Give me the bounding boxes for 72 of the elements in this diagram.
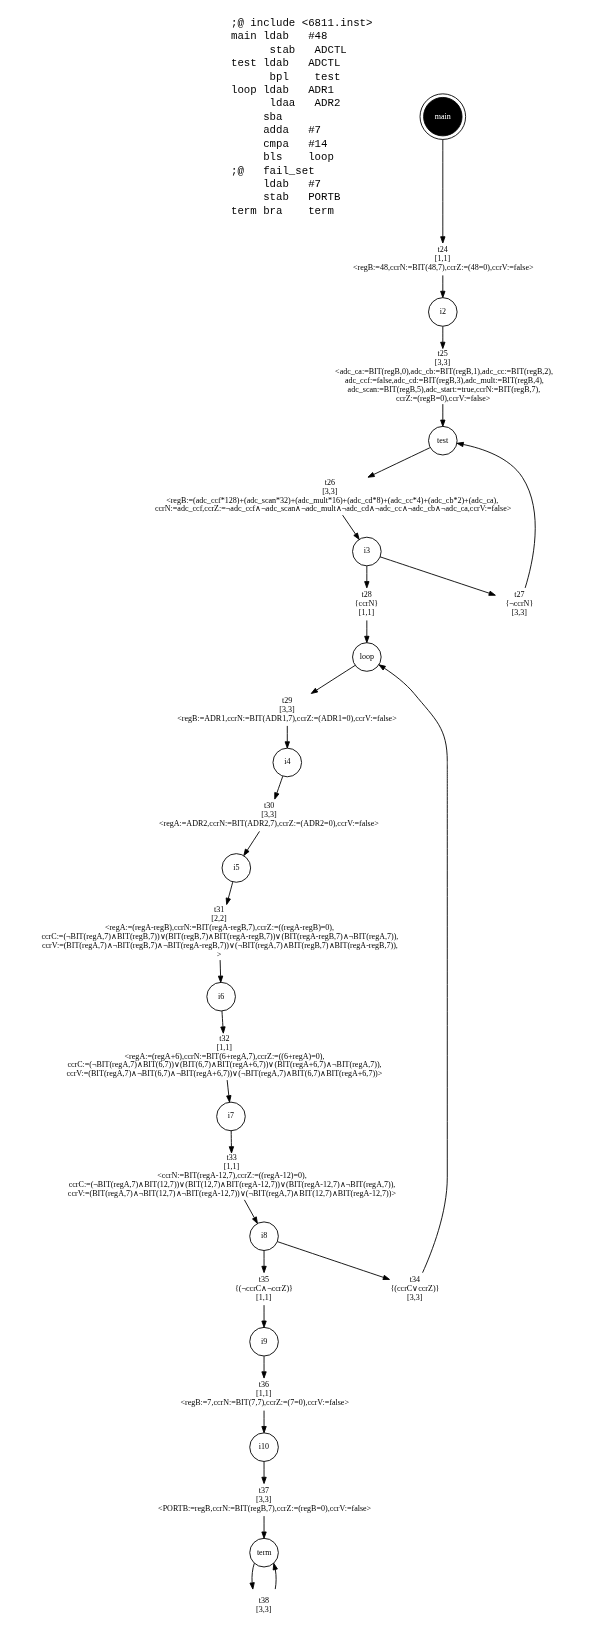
label: test ldab ADCTL: [230, 57, 341, 70]
node-text: t29 [3,3] <regB:=ADR1,ccrN:=BIT(ADR1,7),ccrZ:=(ADR1=0),ccrV:=false>: [177, 695, 397, 723]
node-circle: i3: [352, 536, 382, 567]
label: adda #7: [263, 124, 322, 137]
arrow: [379, 556, 496, 596]
node-circle: test: [428, 425, 458, 456]
arrow: [367, 447, 431, 478]
node-circle: i7: [216, 1101, 246, 1132]
arrow: [272, 1562, 278, 1590]
arrow: [284, 725, 290, 749]
arrow: [364, 620, 370, 643]
label: loop ldab ADR1: [230, 84, 334, 97]
label: bls loop: [263, 151, 334, 164]
arrow: [274, 775, 284, 800]
arrow: [249, 1562, 255, 1590]
node-text: t28 {ccrN} [1,1]: [354, 590, 379, 618]
arrow: [228, 1130, 235, 1154]
label: ldab #7: [263, 177, 322, 190]
label: sba: [263, 110, 283, 123]
node-circle: i5: [221, 853, 252, 883]
arrow: [456, 441, 536, 589]
label: ;@ fail_set: [230, 164, 315, 177]
node-circle: i4: [272, 747, 303, 778]
node-text: t37 [3,3] <PORTB:=regB,ccrN:=BIT(regB,7),ccrZ:=(regB=0),ccrV:=false>: [158, 1485, 372, 1513]
arrow: [261, 1304, 267, 1328]
label: stab PORTB: [263, 191, 341, 204]
node-circle: loop: [352, 642, 382, 672]
node-text: t30 [3,3] <regA:=ADR2,ccrN:=BIT(ADR2,7),ccrZ:=(ADR2=0),ccrV:=false>: [159, 801, 379, 829]
arrow: [261, 1515, 267, 1539]
arrow: [226, 1079, 232, 1103]
node-circle: i8: [249, 1221, 279, 1251]
node-text: t32 [1,1] <regA:=(regA+6),ccrN:=BIT(6+regA,7),ccrZ:=((6+regA)=0), ccrC:=(¬BIT(regA,7)∧BIT(6,7))∨(BIT(6,7)∧BIT(regA+6,7))∨(BIT(regA+6,7)∧¬BIT(regA,7)), ccrV:=(BIT(regA,7)∧¬BIT(6,7)∧¬BIT(regA+6,7))∨(¬BIT(regA,7)∧BIT(6,7)∧BIT(regA+6,7))>: [66, 1033, 383, 1079]
label: stab ADCTL: [269, 43, 347, 56]
arrow: [364, 565, 370, 589]
arrow: [243, 1199, 258, 1224]
node-text: t24 [1,1] <regB:=48,ccrN:=BIT(48,7),ccrZ:=(48=0),ccrV:=false>: [352, 245, 534, 273]
node-circle: i6: [206, 981, 236, 1012]
label: cmpa #14: [263, 137, 328, 150]
node-text: t33 [1,1] <ccrN:=BIT(regA-12,7),ccrZ:=((regA-12)=0), ccrC:=(¬BIT(regA,7)∧BIT(12,7))∨(BIT(12,7)∧BIT(regA-12,7))∨(BIT(regA-12,7)∧¬BIT(regA,7)), ccrV:=(BIT(regA,7)∧¬BIT(12,7)∧¬BIT(regA-12,7))∨(¬BIT(regA,7)∧BIT(12,7)∧BIT(regA-12,7))>: [67, 1153, 396, 1199]
label: main ldab #48: [230, 30, 328, 43]
node-text: t34 {(ccrC∨ccrZ)} [3,3]: [390, 1274, 440, 1302]
node-circle: i2: [428, 297, 458, 327]
arrow: [225, 881, 234, 905]
label: bpl test: [269, 70, 341, 83]
node-text: t31 [2,2] <regA:=(regA-regB),ccrN:=BIT(regA-regB,7),ccrZ:=((regA-regB)=0), ccrC:=(¬BIT(regA,7)∧BIT(regB,7))∨(BIT(regB,7)∧BIT(regA-regB,7))∨(BIT(regA-regB,7)∧¬BIT(regA,7)), ccrV:=(BIT(regA,7)∧¬BIT(regB,7)∧¬BIT(regA-regB,7))∨(¬BIT(regA,7)∧BIT(regB,7)∧BIT(regA-regB,7)), >: [41, 904, 399, 959]
node-text: t26 [3,3] <regB:=(adc_ccf*128)+(adc_scan*32)+(adc_mult*16)+(adc_cd*8)+(adc_cc*4)+(adc_cb*2)+(adc_ca), ccrN:=adc_ccf,ccrZ:=¬adc_ccf∧¬adc_scan∧¬adc_mult∧¬adc_cd∧¬adc_cc∧¬adc_cb∧¬adc_ca,ccrV:=false>: [154, 477, 512, 514]
node-circle: term: [249, 1537, 279, 1568]
label: ;@ include <6811.inst>: [230, 17, 373, 30]
arrow: [261, 1355, 267, 1379]
arrow: [378, 664, 448, 1274]
arrow: [310, 664, 356, 694]
node-circle: i10: [249, 1432, 279, 1462]
node-text: t38 [3,3]: [256, 1595, 272, 1614]
arrow: [261, 1250, 267, 1274]
arrow: [440, 274, 446, 298]
arrow: [220, 1010, 226, 1034]
node-text: t27 {¬ccrN} [3,3]: [505, 590, 534, 618]
node-circle: i9: [249, 1326, 279, 1357]
node-text: t35 {(¬ccrC∧¬ccrZ)} [1,1]: [234, 1274, 293, 1302]
arrow: [440, 403, 446, 427]
arrow: [261, 1410, 267, 1434]
node-text: t25 [3,3] <adc_ca:=BIT(regB,0),adc_cb:=BIT(regB,1),adc_cc:=BIT(regB,2), adc_ccf:=false,adc_cd:=BIT(regB,3),adc_mult:=BIT(regB,4), adc_scan:=BIT(regB,5),adc_start:=true,ccrN:=BIT(regB,7), ccrZ:=(regB=0),ccrV:=false>: [335, 348, 554, 403]
arrow: [261, 1461, 267, 1484]
arrow: [440, 139, 446, 244]
label: ldaa ADR2: [269, 97, 341, 110]
arrow: [243, 830, 260, 856]
node-text: t36 [1,1] <regB:=7,ccrN:=BIT(7,7),ccrZ:=(7=0),ccrV:=false>: [180, 1380, 349, 1408]
arrow: [217, 959, 224, 983]
arrow: [440, 326, 446, 349]
arrow: [277, 1241, 390, 1280]
label: term bra term: [230, 204, 334, 217]
arrow: [342, 514, 360, 540]
